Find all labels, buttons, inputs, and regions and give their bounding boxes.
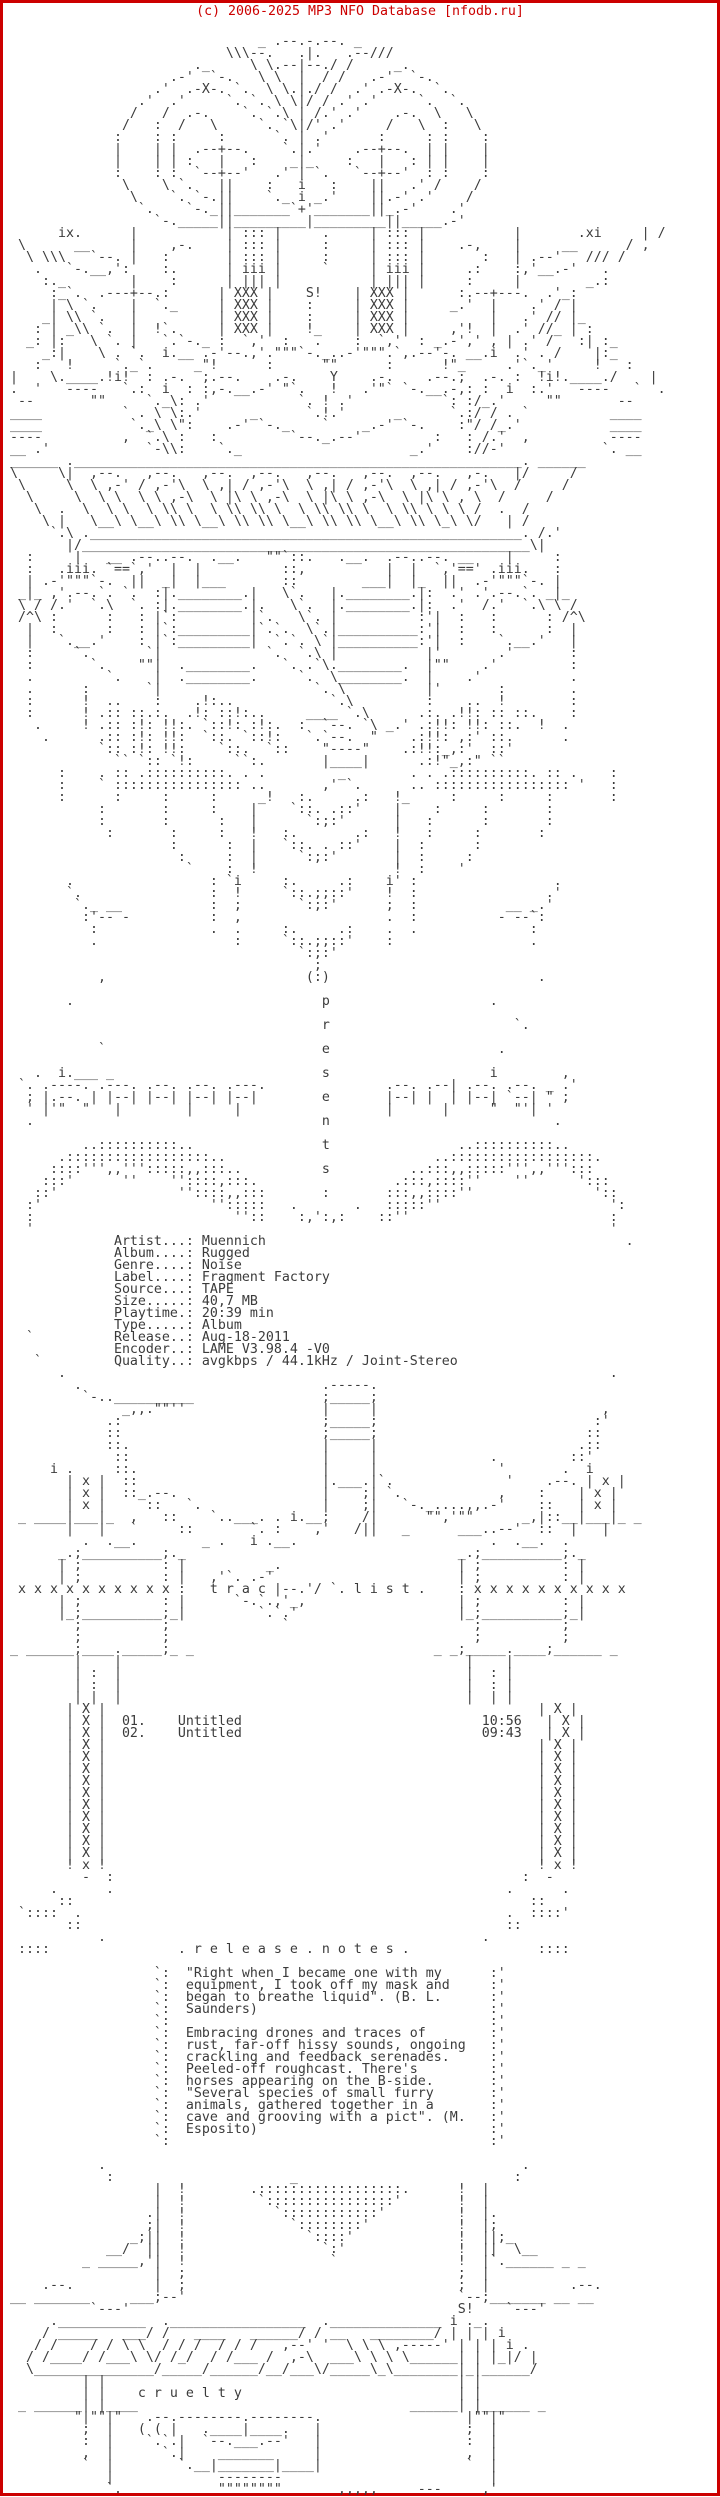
nfodb-copyright-header: (c) 2006-2025 MP3 NFO Database [nfodb.ru… bbox=[196, 4, 524, 19]
nfo-ascii-art: _ .--.-.--. _ \\\--. .|. .--/// ._ \ \.-… bbox=[9, 34, 666, 2497]
